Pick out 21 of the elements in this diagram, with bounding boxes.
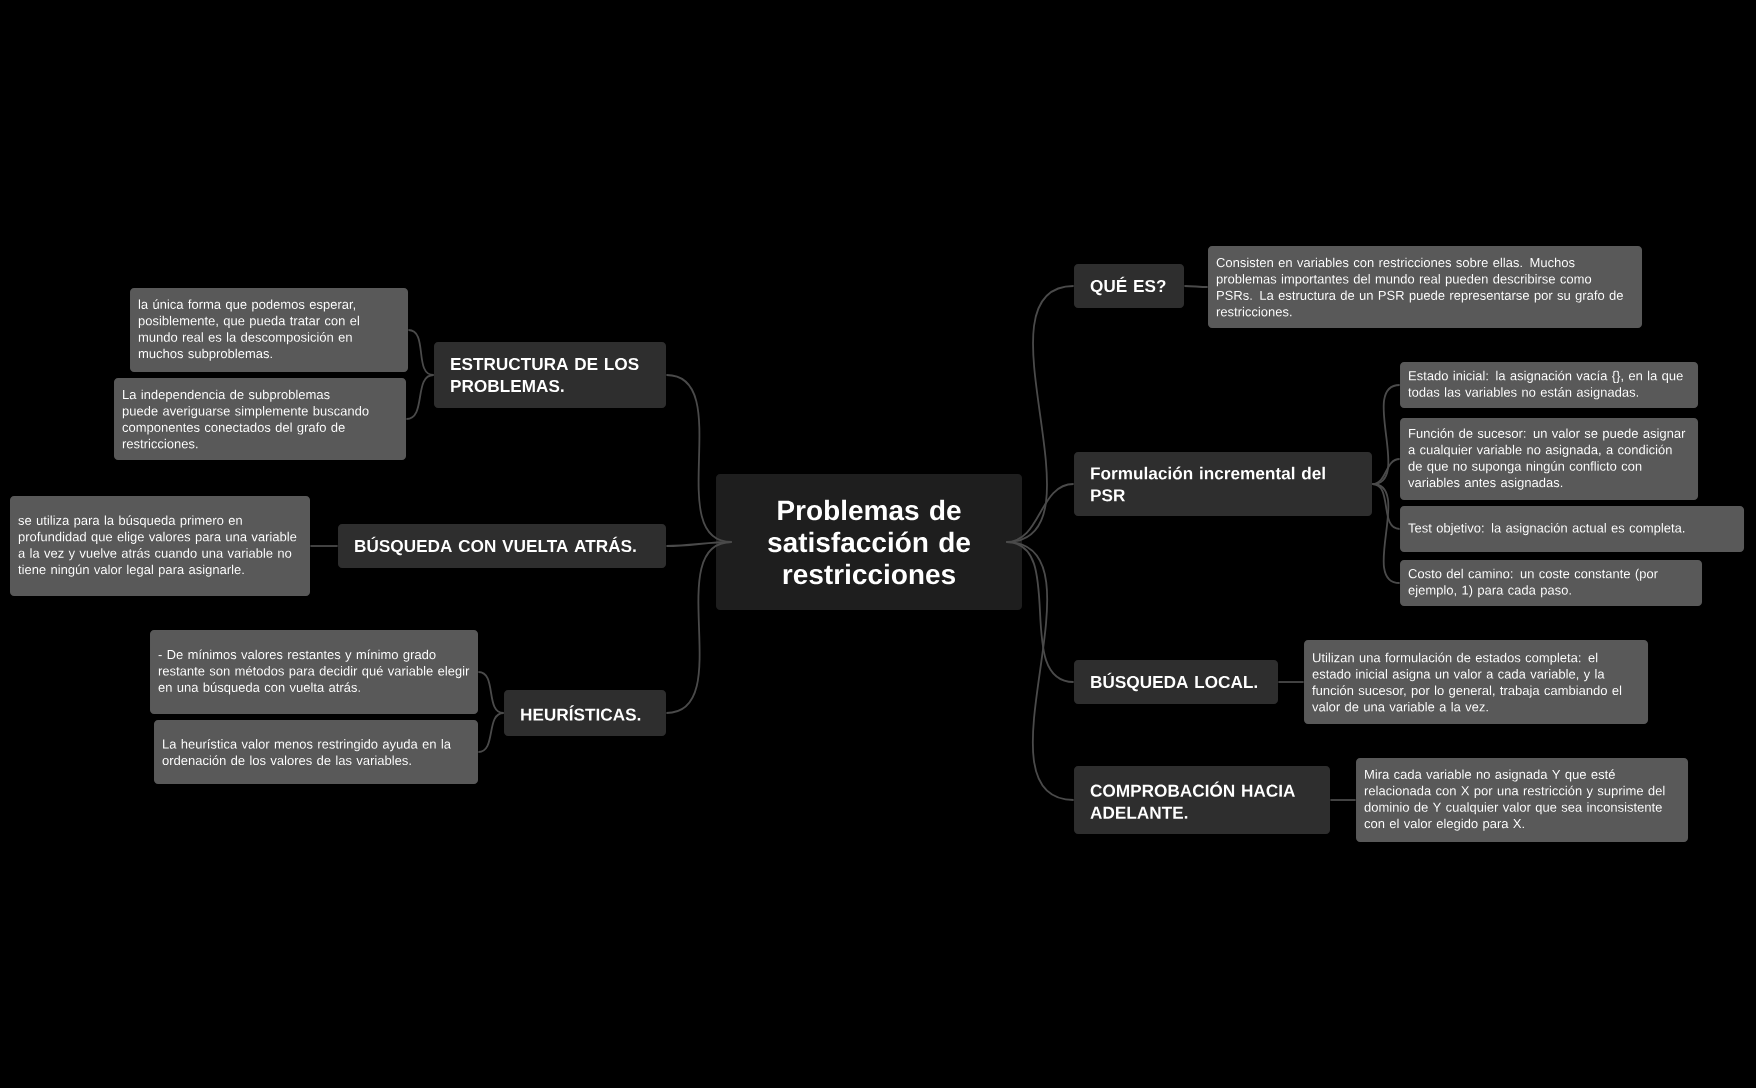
connector-line <box>477 671 505 714</box>
connector-line <box>477 712 505 753</box>
branch-topic-box: QUÉ ES? <box>1074 264 1184 308</box>
connector-line <box>1005 541 1075 801</box>
branch-topic-box: BÚSQUEDA LOCAL. <box>1074 660 1278 704</box>
branch-topic-box: COMPROBACIÓN HACIA ADELANTE. <box>1074 766 1330 834</box>
connector-line <box>309 545 339 547</box>
connector-line <box>1371 483 1401 584</box>
connector-line <box>1277 681 1305 683</box>
connector-line <box>1371 458 1401 485</box>
central-topic-box: Problemas de satisfacción de restricciones <box>716 474 1022 610</box>
connector-line <box>405 374 435 420</box>
connector-line <box>1329 799 1357 801</box>
connector-line <box>1183 285 1209 288</box>
branch-topic-box: HEURÍSTICAS. <box>504 690 666 736</box>
branch-topic-box: BÚSQUEDA CON VUELTA ATRÁS. <box>338 524 666 568</box>
connector-line <box>407 329 435 376</box>
connector-line <box>1371 483 1401 530</box>
connector-line <box>665 541 733 714</box>
branch-topic-box: Formulación incremental del PSR <box>1074 452 1372 516</box>
branch-topic-box: ESTRUCTURA DE LOS PROBLEMAS. <box>434 342 666 408</box>
